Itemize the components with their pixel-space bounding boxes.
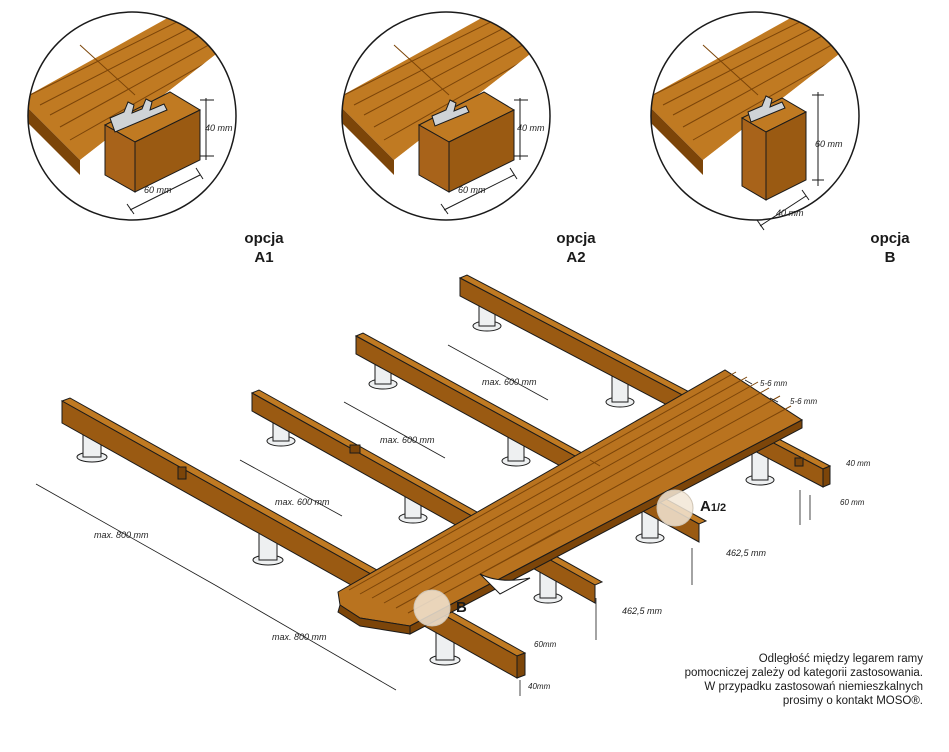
- a1-width-dim: 60 mm: [144, 185, 172, 195]
- b-height-dim: 60 mm: [815, 139, 843, 149]
- support-spacing-1: max. 800 mm: [94, 530, 149, 540]
- deck-boards: [337, 369, 803, 635]
- callout-circle-a: [656, 489, 694, 527]
- board-gap-2: 5-6 mm: [790, 397, 817, 406]
- spacing-note: Odległość między legarem ramy pomocnicze…: [684, 653, 923, 707]
- detail-circle-b: 60 mm 40 mm: [650, 11, 860, 231]
- callout-label-a: A1/2: [700, 498, 726, 515]
- detail-circle-a1: 40 mm 60 mm: [27, 11, 237, 221]
- option-label-a2: opcja A2: [556, 230, 596, 266]
- support-spacing-2: max. 800 mm: [272, 632, 327, 642]
- front-section-height: 60mm: [534, 640, 557, 649]
- a1-height-dim: 40 mm: [205, 123, 233, 133]
- a2-height-dim: 40 mm: [517, 123, 545, 133]
- pedestal: [429, 625, 461, 666]
- detail-circle-a2: 40 mm 60 mm: [341, 11, 551, 221]
- joist-spacing-1: max. 600 mm: [482, 377, 537, 387]
- option-label-a1: opcja A1: [244, 230, 284, 266]
- board-gap-1: 5-6 mm: [760, 379, 787, 388]
- callout-label-b: B: [456, 599, 467, 616]
- edge-dim-upper: 462,5 mm: [726, 548, 767, 558]
- b-width-dim: 40 mm: [776, 208, 804, 218]
- right-section-width: 60 mm: [840, 498, 865, 507]
- option-label-b: opcja B: [870, 230, 910, 266]
- deck-assembly: A1/2 B max. 600 mm max. 600 mm max. 600 …: [35, 274, 871, 696]
- dimension-lines: [35, 344, 811, 696]
- front-section-width: 40mm: [528, 682, 551, 691]
- joist-spacing-3: max. 600 mm: [275, 497, 330, 507]
- callout-circle-b: [413, 589, 451, 627]
- right-section-height: 40 mm: [846, 459, 871, 468]
- edge-dim-lower: 462,5 mm: [622, 606, 663, 616]
- joist-spacing-2: max. 600 mm: [380, 435, 435, 445]
- a2-width-dim: 60 mm: [458, 185, 486, 195]
